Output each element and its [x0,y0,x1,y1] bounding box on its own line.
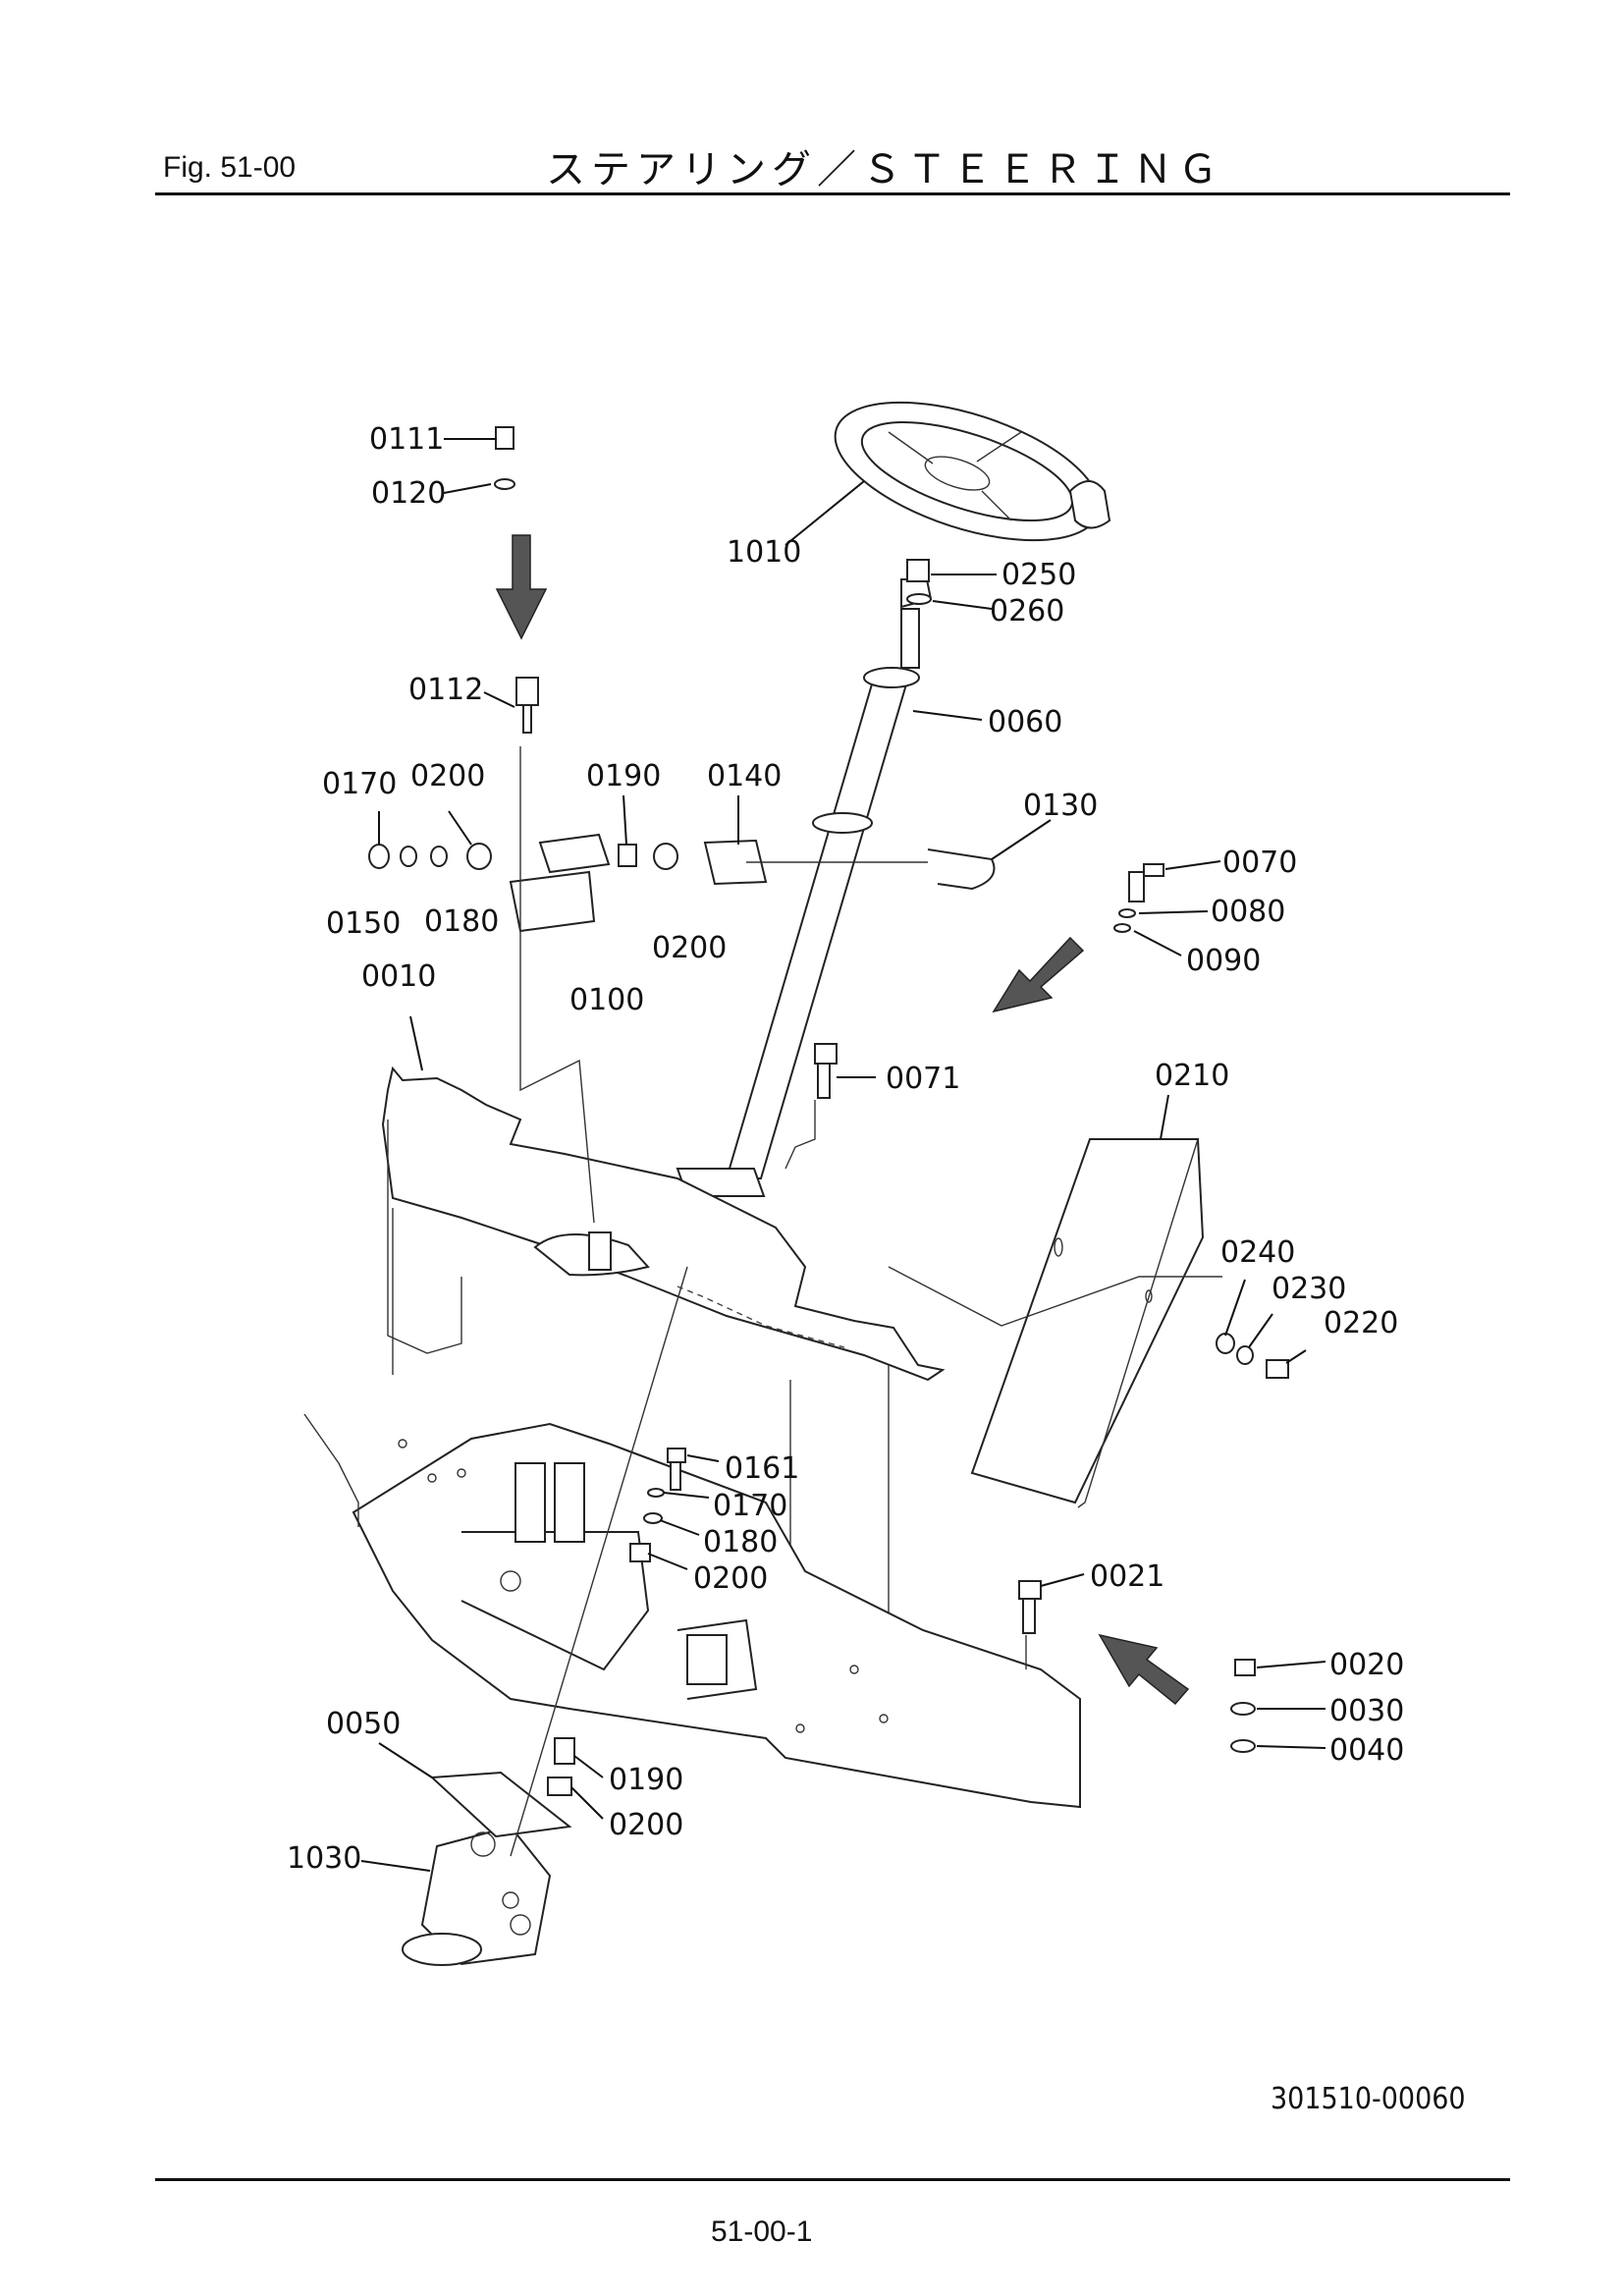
drawing-number: 301510-00060 [1271,2082,1466,2116]
callout-0170: 0170 [322,767,397,801]
steering-unit [402,1825,552,1966]
callout-0020: 0020 [1329,1648,1404,1682]
callout-0140: 0140 [707,759,782,793]
figure-label: Fig. 51-00 [163,151,297,184]
leader-lines [360,438,1326,1872]
callout-0200-b: 0200 [652,931,727,965]
steering-wheel [834,401,1111,542]
top-rule [155,192,1510,195]
callout-0050: 0050 [326,1707,401,1741]
column-cover [970,1138,1205,1508]
callout-0021: 0021 [1090,1559,1164,1594]
callout-0210: 0210 [1155,1059,1229,1093]
page-title: ステアリング／ＳＴＥＥＲＩＮＧ [546,147,1223,192]
small-parts [368,426,1289,1796]
callout-0260: 0260 [990,594,1064,629]
direction-arrows [495,534,1190,1706]
steering-column [676,578,933,1197]
callout-0030: 0030 [1329,1694,1404,1728]
callout-1010: 1010 [727,535,801,570]
callout-0090: 0090 [1186,944,1261,978]
mount-bracket [429,1771,572,1838]
callout-0180: 0180 [424,904,499,939]
callout-0010: 0010 [361,959,436,994]
callout-0161: 0161 [725,1451,799,1486]
callout-0100: 0100 [569,983,644,1017]
callout-0250: 0250 [1001,558,1076,592]
bottom-rule [155,2178,1510,2181]
callout-0112: 0112 [408,673,483,707]
callout-0180-b: 0180 [703,1525,778,1559]
callout-0071: 0071 [886,1062,960,1096]
callout-0060: 0060 [988,705,1062,739]
callout-0190-b: 0190 [609,1763,683,1797]
callout-1030: 1030 [287,1841,361,1876]
page-number: 51-00-1 [711,2215,813,2248]
callout-0130: 0130 [1023,789,1098,823]
callout-0200-d: 0200 [609,1808,683,1842]
callout-0240: 0240 [1220,1235,1295,1270]
callout-0220: 0220 [1324,1306,1398,1340]
callout-labels: 0111 0120 1010 0250 0260 0112 0060 0170 … [287,422,1404,1876]
callout-0080: 0080 [1211,895,1285,929]
floor-plate [303,1413,1081,1809]
callout-0150: 0150 [326,906,401,941]
callout-0040: 0040 [1329,1733,1404,1768]
callout-0170-b: 0170 [713,1489,787,1523]
callout-0190: 0190 [586,759,661,793]
callout-0120: 0120 [371,476,446,511]
callout-0070: 0070 [1222,846,1297,880]
callout-0200-c: 0200 [693,1561,768,1596]
callout-0111: 0111 [369,422,444,457]
callout-0200: 0200 [410,759,485,793]
callout-0230: 0230 [1271,1272,1346,1306]
